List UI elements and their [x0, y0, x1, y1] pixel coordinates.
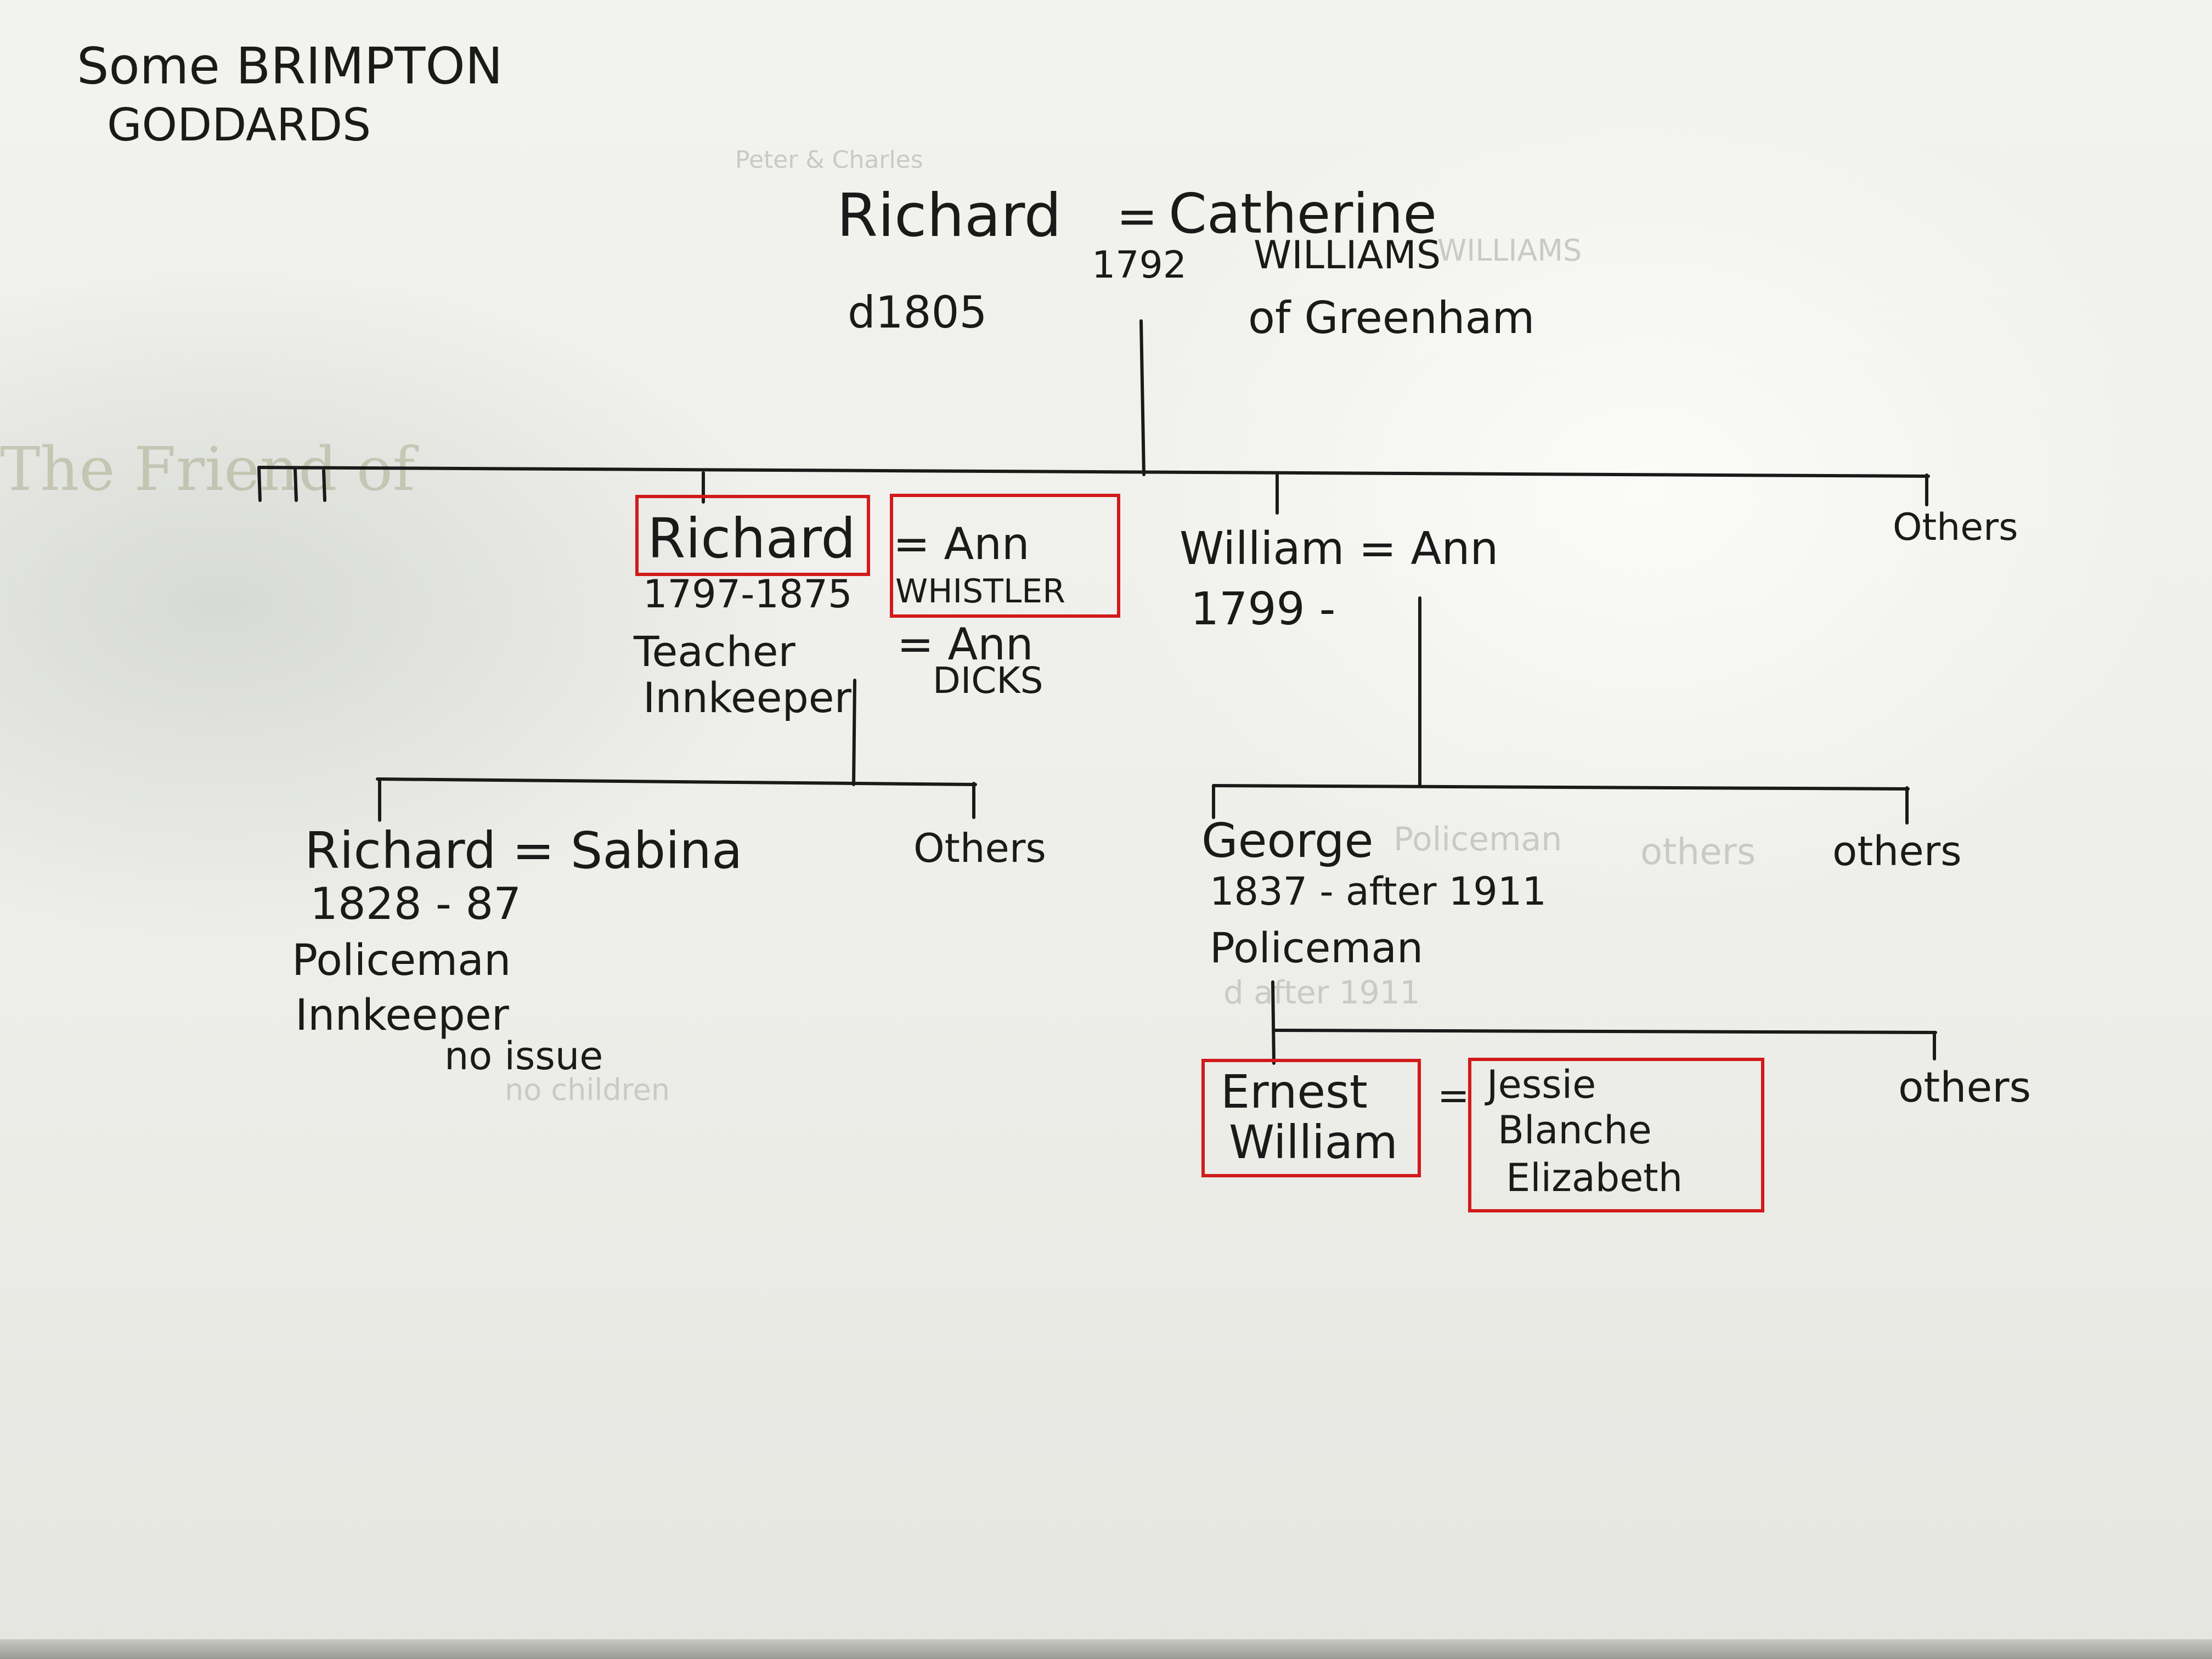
- gen2-richard-name: Richard: [647, 506, 856, 571]
- ghost-text: Peter & Charles: [735, 146, 923, 174]
- ghost-text: others: [1640, 831, 1756, 873]
- ghost-text: WILLIAMS: [1437, 233, 1582, 268]
- gen2-richard-occupation: Teacher: [634, 627, 795, 676]
- table-edge: [0, 1639, 2212, 1659]
- gen1-marriage-sign: =: [1116, 188, 1158, 245]
- gen2-others: Others: [1893, 506, 2018, 549]
- ghost-text: Policeman: [1393, 820, 1562, 859]
- gen4-marriage-sign: =: [1437, 1073, 1470, 1118]
- gen1-wife-origin: of Greenham: [1248, 292, 1535, 343]
- gen2-william-couple: William = Ann: [1180, 523, 1499, 575]
- gen1-husband-death: d1805: [848, 287, 988, 338]
- gen3-richard-others: Others: [913, 825, 1046, 871]
- tick: [257, 466, 262, 502]
- gen3-george-dates: 1837 - after 1911: [1210, 869, 1547, 914]
- gen1-husband-name: Richard: [837, 182, 1062, 250]
- gen3-george-name: George: [1201, 814, 1374, 868]
- gen2-sibling-bar: [257, 466, 1930, 478]
- gen2-wife2-name: = Ann: [897, 619, 1034, 670]
- gen2-wife1-name: = Ann: [893, 518, 1030, 569]
- richard-descent-line: [852, 679, 856, 786]
- tick: [322, 469, 326, 502]
- gen1-descent-line: [1139, 319, 1146, 476]
- gen3-george-others: others: [1832, 828, 1962, 875]
- gen4-jessie-name: Blanche: [1498, 1108, 1652, 1153]
- highlight-box-ann-whistler: [890, 494, 1120, 618]
- gen2-richard-occupation: Innkeeper: [643, 673, 851, 722]
- gen2-wife1-surname: WHISTLER: [895, 572, 1065, 611]
- gen4-ernest-name: William: [1229, 1115, 1398, 1169]
- ghost-text: no children: [505, 1073, 670, 1107]
- highlight-box-ernest: [1201, 1059, 1421, 1177]
- gen1-wife-surname: WILLIAMS: [1254, 233, 1441, 278]
- gen1-marriage-year: 1792: [1092, 244, 1187, 287]
- gen3-richard-occupation: Policeman: [292, 936, 511, 985]
- gen4-bar: [1272, 1029, 1937, 1034]
- gen3-right-bar: [1212, 784, 1910, 791]
- highlight-box-richard: [635, 495, 870, 576]
- gen4-ernest-name: Ernest: [1221, 1065, 1368, 1119]
- gen3-richard-occupation: Innkeeper: [295, 991, 509, 1040]
- gen3-richard-couple: Richard = Sabina: [304, 821, 743, 880]
- gen3-richard-note: no issue: [444, 1034, 603, 1079]
- gen1-wife-name: Catherine: [1169, 182, 1437, 246]
- gen4-others: others: [1898, 1063, 2032, 1111]
- page-title-line2: GODDARDS: [107, 99, 371, 151]
- gen3-richard-dates: 1828 - 87: [310, 878, 522, 929]
- gen3-left-bar: [376, 777, 977, 786]
- gen4-jessie-name: Elizabeth: [1506, 1155, 1683, 1200]
- tick: [294, 468, 298, 502]
- ghost-text: d after 1911: [1223, 974, 1420, 1011]
- gen2-richard-dates: 1797-1875: [643, 572, 853, 617]
- gen2-wife2-surname: DICKS: [933, 659, 1043, 702]
- george-descent-line: [1271, 980, 1276, 1065]
- gen4-jessie-name: Jessie: [1487, 1062, 1596, 1107]
- gen2-william-dates: 1799 -: [1190, 583, 1336, 635]
- gen3-george-occupation: Policeman: [1210, 923, 1424, 972]
- page-title-line1: Some BRIMPTON: [77, 37, 503, 95]
- highlight-box-jessie: [1468, 1058, 1764, 1212]
